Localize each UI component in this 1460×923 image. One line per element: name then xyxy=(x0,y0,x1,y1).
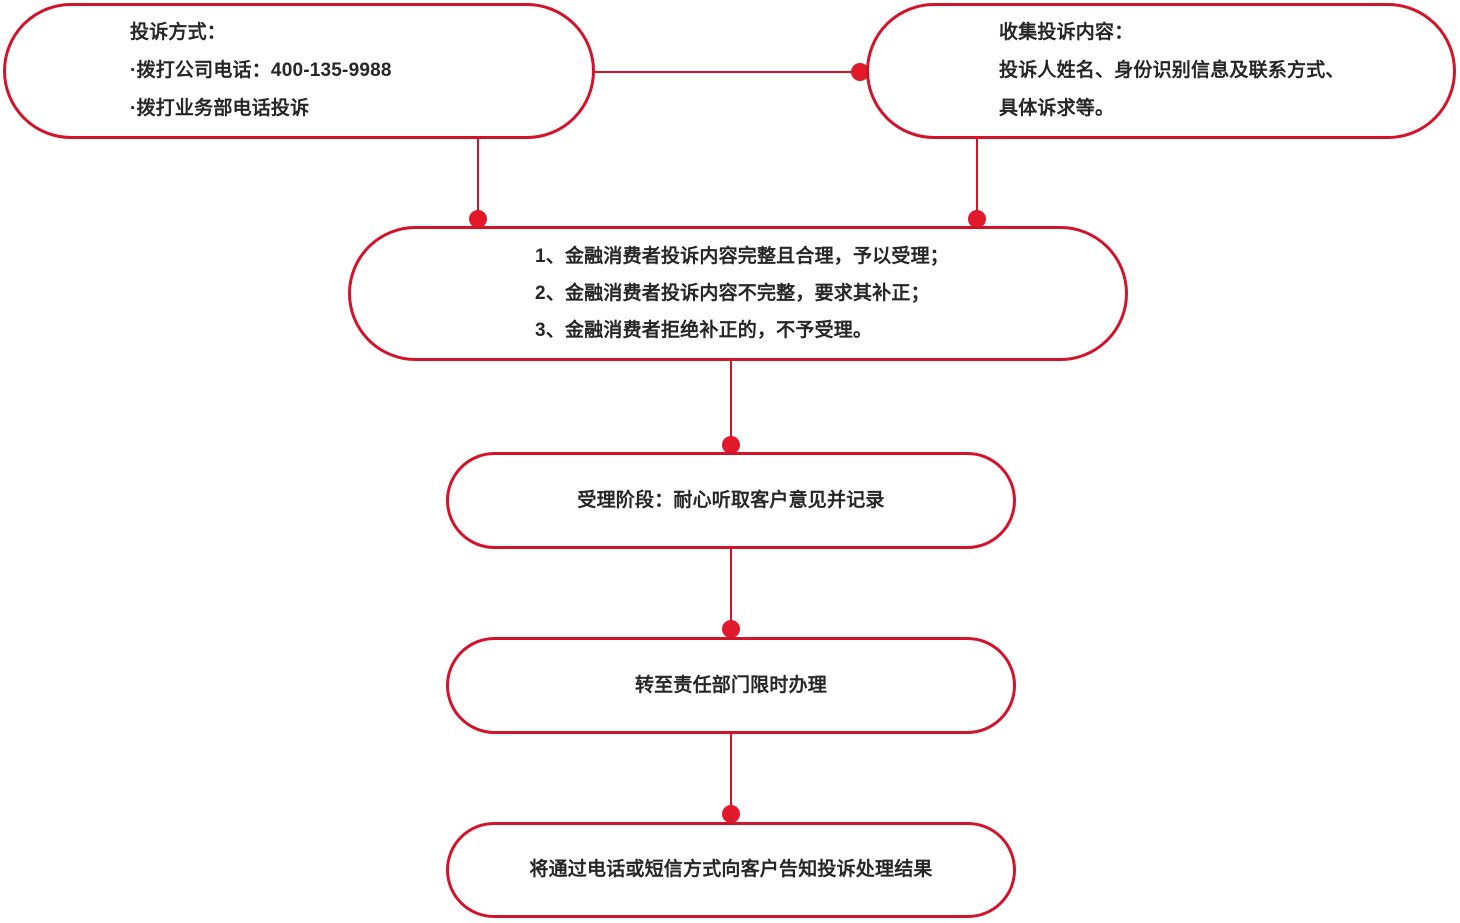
node-accept-stage[interactable]: 受理阶段：耐心听取客户意见并记录 xyxy=(446,452,1016,549)
node-notify-result-body: 将通过电话或短信方式向客户告知投诉处理结果 xyxy=(529,856,932,884)
node-collect-content-body: 收集投诉内容： 投诉人姓名、身份识别信息及联系方式、 具体诉求等。 xyxy=(869,14,1345,128)
node-complaint-method-body: 投诉方式： ·拨打公司电话：400-135-9988 ·拨打业务部电话投诉 xyxy=(6,14,392,128)
connector-endpoint-dot xyxy=(722,805,740,823)
connector-endpoint-dot xyxy=(722,620,740,638)
node-text-line: ·拨打公司电话：400-135-9988 xyxy=(130,60,392,81)
node-text-line: 1、金融消费者投诉内容完整且合理，予以受理； xyxy=(535,246,949,267)
node-text-line: 受理阶段：耐心听取客户意见并记录 xyxy=(577,489,885,511)
node-text-line: 3、金融消费者拒绝补正的，不予受理。 xyxy=(535,320,873,341)
node-collect-content[interactable]: 收集投诉内容： 投诉人姓名、身份识别信息及联系方式、 具体诉求等。 xyxy=(866,3,1456,139)
node-transfer-dept-body: 转至责任部门限时办理 xyxy=(635,672,827,700)
node-text-line: 投诉方式： xyxy=(130,22,227,43)
node-notify-result[interactable]: 将通过电话或短信方式向客户告知投诉处理结果 xyxy=(446,822,1016,918)
node-acceptance-rules-body: 1、金融消费者投诉内容完整且合理，予以受理； 2、金融消费者投诉内容不完整，要求… xyxy=(527,238,949,349)
connector-method-to-collect xyxy=(595,63,869,81)
node-acceptance-rules[interactable]: 1、金融消费者投诉内容完整且合理，予以受理； 2、金融消费者投诉内容不完整，要求… xyxy=(348,226,1128,361)
node-text-line: 转至责任部门限时办理 xyxy=(634,674,827,696)
node-text-line: 2、金融消费者投诉内容不完整，要求其补正； xyxy=(535,283,930,304)
node-transfer-dept[interactable]: 转至责任部门限时办理 xyxy=(446,637,1016,734)
node-text-line: 收集投诉内容： xyxy=(999,22,1134,43)
connector-accept-to-transfer xyxy=(722,548,740,638)
node-text-line: 具体诉求等。 xyxy=(999,98,1115,119)
node-text-line: ·拨打业务部电话投诉 xyxy=(130,98,310,119)
connector-rules-to-accept xyxy=(722,360,740,454)
node-text-line: 将通过电话或短信方式向客户告知投诉处理结果 xyxy=(529,859,933,880)
connector-method-to-rules xyxy=(469,137,487,228)
node-complaint-method[interactable]: 投诉方式： ·拨打公司电话：400-135-9988 ·拨打业务部电话投诉 xyxy=(3,3,595,139)
connector-collect-to-rules xyxy=(968,137,986,228)
node-accept-stage-body: 受理阶段：耐心听取客户意见并记录 xyxy=(577,487,884,515)
node-text-line: 投诉人姓名、身份识别信息及联系方式、 xyxy=(999,60,1345,81)
connector-transfer-to-notify xyxy=(722,733,740,823)
